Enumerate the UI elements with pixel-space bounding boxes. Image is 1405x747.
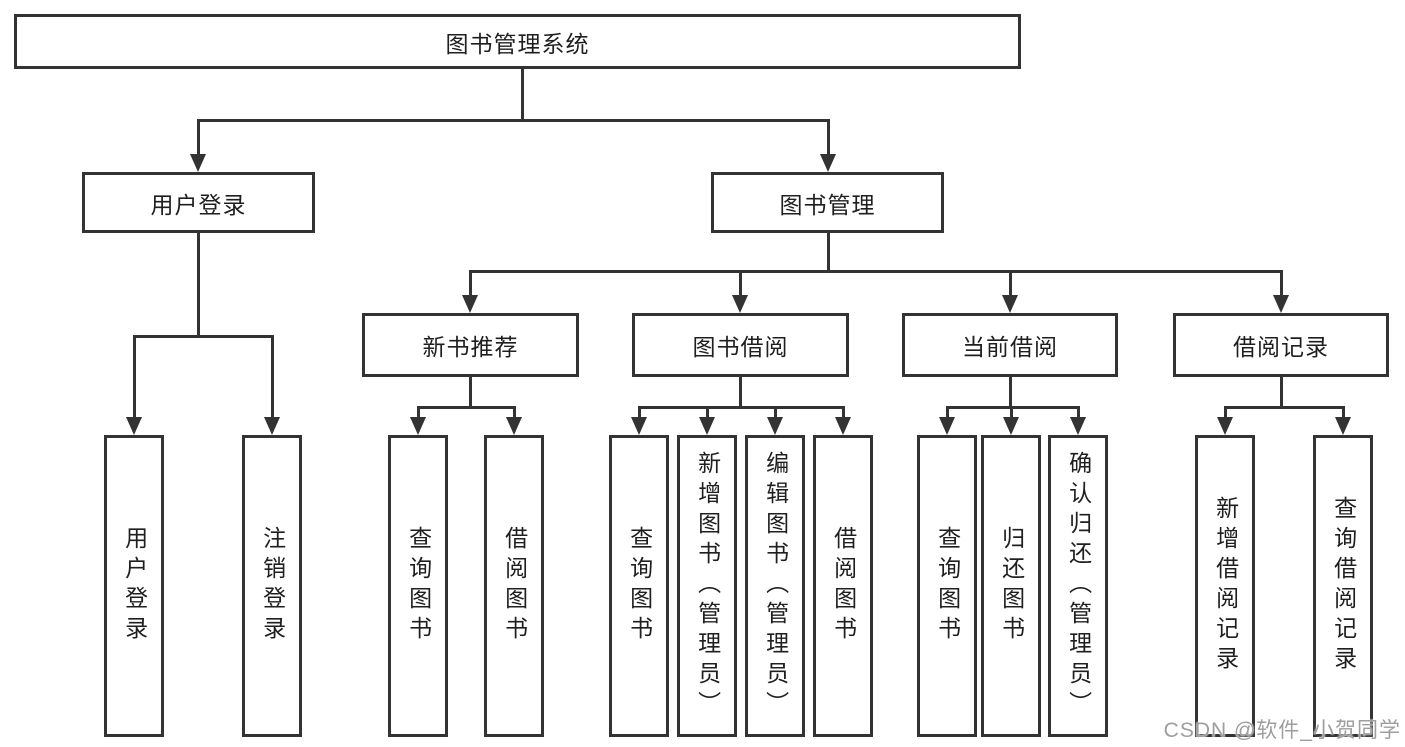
arrow-down-icon xyxy=(1003,417,1019,435)
node-book-borrowing: 图书借阅 xyxy=(632,313,849,377)
arrow-down-icon xyxy=(462,295,478,313)
node-current-borrowing-label: 当前借阅 xyxy=(962,334,1058,360)
leaf-add-borrow-record: 新增借阅记录 xyxy=(1195,435,1255,737)
connector-line xyxy=(1224,406,1227,419)
arrow-down-icon xyxy=(1217,417,1233,435)
connector-line xyxy=(1010,406,1013,419)
node-root: 图书管理系统 xyxy=(14,14,1021,69)
leaf-borrow-books-recommend-label: 借阅图书 xyxy=(501,526,528,646)
arrow-down-icon xyxy=(939,417,955,435)
arrow-down-icon xyxy=(264,417,280,435)
leaf-borrow-books-recommend: 借阅图书 xyxy=(484,435,544,737)
connector-line xyxy=(417,406,516,409)
connector-line xyxy=(521,69,524,119)
leaf-user-login: 用户登录 xyxy=(104,435,164,737)
connector-line xyxy=(469,377,472,406)
connector-line xyxy=(133,335,274,338)
arrow-down-icon xyxy=(1273,295,1289,313)
leaf-add-borrow-record-label: 新增借阅记录 xyxy=(1212,496,1239,676)
leaf-query-books-current-label: 查询图书 xyxy=(934,526,961,646)
leaf-user-login-label: 用户登录 xyxy=(121,526,148,646)
connector-line xyxy=(197,119,200,154)
leaf-query-books-recommend: 查询图书 xyxy=(388,435,448,737)
leaf-query-borrow-record: 查询借阅记录 xyxy=(1313,435,1373,737)
connector-line xyxy=(1009,377,1012,406)
connector-line xyxy=(197,119,830,122)
node-user-login-label: 用户登录 xyxy=(150,191,247,218)
connector-line xyxy=(739,377,742,406)
leaf-logout: 注销登录 xyxy=(242,435,302,737)
connector-line xyxy=(417,406,420,419)
arrow-down-icon xyxy=(190,154,206,172)
arrow-down-icon xyxy=(767,417,783,435)
node-new-book-recommendation: 新书推荐 xyxy=(362,313,579,377)
leaf-edit-book-admin-label: 编辑图书（管理员） xyxy=(762,451,789,721)
connector-line xyxy=(638,406,844,409)
leaf-return-book: 归还图书 xyxy=(981,435,1041,737)
leaf-borrow-books-borrowing-label: 借阅图书 xyxy=(830,526,857,646)
leaf-edit-book-admin: 编辑图书（管理员） xyxy=(745,435,805,737)
connector-line xyxy=(638,406,641,419)
connector-line xyxy=(513,406,516,419)
leaf-confirm-return-admin: 确认归还（管理员） xyxy=(1048,435,1108,737)
leaf-confirm-return-admin-label: 确认归还（管理员） xyxy=(1065,451,1092,721)
leaf-add-book-admin: 新增图书（管理员） xyxy=(677,435,737,737)
node-current-borrowing: 当前借阅 xyxy=(902,313,1118,377)
connector-line xyxy=(469,270,1282,273)
arrow-down-icon xyxy=(410,417,426,435)
connector-line xyxy=(706,406,709,419)
connector-line xyxy=(946,406,949,419)
node-book-borrowing-label: 图书借阅 xyxy=(692,334,789,360)
node-borrowing-records: 借阅记录 xyxy=(1173,313,1389,377)
connector-line xyxy=(1077,406,1080,419)
leaf-query-borrow-record-label: 查询借阅记录 xyxy=(1330,496,1357,676)
arrow-down-icon xyxy=(1070,417,1086,435)
leaf-query-books-current: 查询图书 xyxy=(917,435,977,737)
connector-line xyxy=(469,270,472,295)
arrow-down-icon xyxy=(835,417,851,435)
connector-line xyxy=(1009,270,1012,295)
connector-line xyxy=(133,335,136,417)
arrow-down-icon xyxy=(820,154,836,172)
connector-line xyxy=(1224,406,1344,409)
connector-line xyxy=(1280,377,1283,406)
node-book-management-label: 图书管理 xyxy=(779,191,876,218)
connector-line xyxy=(827,119,830,154)
watermark: CSDN @软件_小贺同学 xyxy=(1163,719,1401,742)
leaf-return-book-label: 归还图书 xyxy=(998,526,1025,646)
connector-line xyxy=(1280,270,1283,295)
connector-line xyxy=(827,233,830,270)
arrow-down-icon xyxy=(1335,417,1351,435)
leaf-borrow-books-borrowing: 借阅图书 xyxy=(813,435,873,737)
arrow-down-icon xyxy=(126,417,142,435)
connector-line xyxy=(774,406,777,419)
arrow-down-icon xyxy=(732,295,748,313)
arrow-down-icon xyxy=(699,417,715,435)
leaf-logout-label: 注销登录 xyxy=(259,526,286,646)
arrow-down-icon xyxy=(631,417,647,435)
connector-line xyxy=(739,270,742,295)
node-new-book-recommendation-label: 新书推荐 xyxy=(422,334,519,360)
leaf-query-books-borrowing: 查询图书 xyxy=(609,435,669,737)
leaf-add-book-admin-label: 新增图书（管理员） xyxy=(694,451,721,721)
node-user-login: 用户登录 xyxy=(82,172,315,233)
arrow-down-icon xyxy=(1002,295,1018,313)
connector-line xyxy=(1342,406,1345,419)
connector-line xyxy=(197,233,200,335)
arrow-down-icon xyxy=(506,417,522,435)
leaf-query-books-recommend-label: 查询图书 xyxy=(405,526,432,646)
connector-line xyxy=(271,335,274,417)
leaf-query-books-borrowing-label: 查询图书 xyxy=(626,526,653,646)
connector-line xyxy=(842,406,845,419)
node-book-management: 图书管理 xyxy=(711,172,944,233)
node-root-label: 图书管理系统 xyxy=(445,30,590,57)
node-borrowing-records-label: 借阅记录 xyxy=(1233,334,1329,360)
